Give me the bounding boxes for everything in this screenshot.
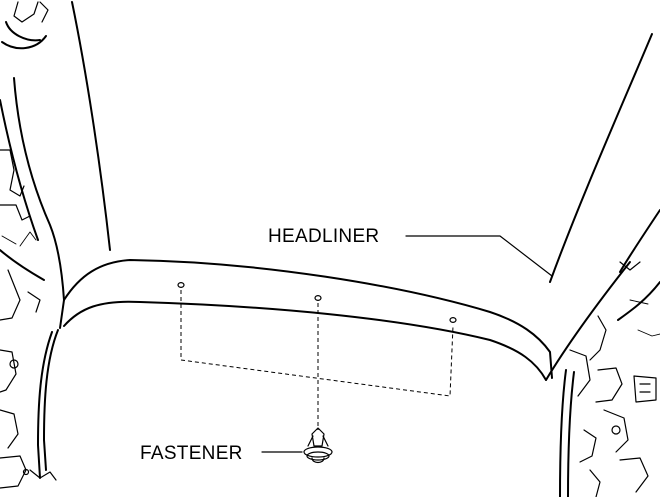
headliner-panel [59, 1, 653, 381]
fastener-leader-lines [180, 290, 454, 430]
fastener-hole-right [449, 317, 457, 324]
top-left-detail [1, 1, 49, 50]
fastener-hole-center [314, 295, 322, 302]
fastener-hole-left [177, 282, 185, 289]
fastener-holes [177, 282, 457, 324]
headliner-callout: HEADLINER [268, 226, 553, 277]
headliner-label: HEADLINER [268, 226, 379, 247]
left-body-panel [0, 77, 65, 489]
fastener-clip-icon [303, 427, 333, 464]
fastener-label: FASTENER [140, 443, 243, 464]
fastener-callout: FASTENER [140, 443, 303, 464]
right-body-panel [559, 209, 660, 497]
